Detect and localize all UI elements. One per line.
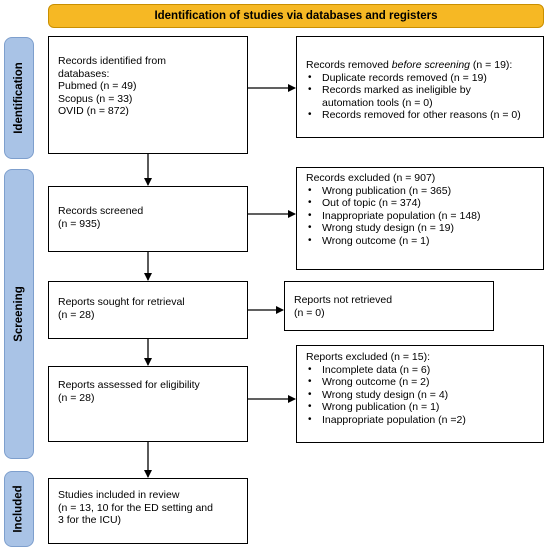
reports-excluded-title: Reports excluded (n = 15):: [306, 351, 431, 363]
studies-included-label: Studies included in review: [58, 489, 180, 501]
list-item-continuation: automation tools (n = 0): [306, 97, 534, 110]
bullet-icon: •: [308, 71, 312, 83]
list-item: • Wrong outcome (n = 2): [306, 376, 534, 389]
list-item: • Wrong outcome (n = 1): [306, 235, 534, 248]
reports-assessed-label: Reports assessed for eligibility: [58, 379, 200, 391]
records-removed-title-post: (n = 19):: [470, 59, 513, 71]
studies-included-box: Studies included in review (n = 13, 10 f…: [48, 478, 248, 544]
reports-assessed-box: Reports assessed for eligibility (n = 28…: [48, 366, 248, 442]
bullet-icon: •: [308, 109, 312, 120]
list-item: • Wrong publication (n = 1): [306, 401, 534, 414]
list-item: • Inappropriate population (n =2): [306, 414, 534, 427]
reports-excluded-box: Reports excluded (n = 15): • Incomplete d…: [296, 345, 544, 443]
list-item: • Records marked as ineligible by: [306, 84, 534, 97]
list-item: • Records removed for other reasons (n = …: [306, 109, 534, 122]
studies-included-count: 3 for the ICU): [58, 514, 122, 526]
list-item: • Duplicate records removed (n = 19): [306, 72, 534, 85]
reports-assessed-count: (n = 28): [58, 391, 95, 404]
header-banner: Identification of studies via databases …: [48, 4, 544, 28]
bullet-icon: •: [308, 84, 312, 95]
bullet-icon: •: [308, 222, 312, 233]
bullet-icon: •: [308, 209, 312, 221]
list-item: • Wrong study design (n = 19): [306, 222, 534, 235]
list-item: • Out of topic (n = 374): [306, 197, 534, 210]
records-removed-box: Records removed before screening (n = 19…: [296, 36, 544, 138]
records-screened-label: Records screened: [58, 205, 144, 217]
records-removed-title: Records removed before screening (n = 19…: [306, 59, 534, 72]
bullet-icon: •: [308, 401, 312, 412]
records-removed-title-pre: Records removed: [306, 59, 392, 71]
list-item-text: Wrong outcome (n = 2): [322, 376, 430, 388]
list-item-text: Inappropriate population (n = 148): [322, 209, 481, 222]
phase-screening: Screening: [4, 169, 34, 459]
list-item-text: Duplicate records removed (n = 19): [322, 71, 487, 84]
list-item-text: Wrong study design (n = 4): [322, 388, 449, 401]
bullet-icon: •: [308, 197, 312, 208]
list-item: • Incomplete data (n = 6): [306, 364, 534, 377]
source-ovid: OVID (n = 872): [58, 105, 129, 117]
list-item-text: Wrong study design (n = 19): [322, 222, 455, 234]
bullet-icon: •: [308, 376, 312, 387]
list-item-text: Wrong publication (n = 365): [322, 184, 452, 197]
source-pubmed: Pubmed (n = 49): [58, 80, 137, 92]
list-item-text: Wrong publication (n = 1): [322, 401, 440, 413]
records-screened-count: (n = 935): [58, 217, 101, 230]
list-item: • Wrong publication (n = 365): [306, 185, 534, 198]
studies-included-count: (n = 13, 10 for the ED setting and: [58, 501, 213, 514]
reports-sought-label: Reports sought for retrieval: [58, 296, 185, 308]
list-item: • Wrong study design (n = 4): [306, 389, 534, 402]
records-excluded-title: Records excluded (n = 907): [306, 172, 436, 184]
list-item-text: Out of topic (n = 374): [322, 197, 421, 209]
bullet-icon: •: [308, 413, 312, 425]
list-item-text: Incomplete data (n = 6): [322, 363, 431, 376]
records-removed-title-em: before screening: [391, 59, 471, 71]
list-item-text: Records removed for other reasons (n = 0…: [322, 109, 521, 121]
list-item-text: Wrong outcome (n = 1): [322, 234, 430, 247]
header-title: Identification of studies via databases …: [154, 10, 438, 22]
reports-sought-count: (n = 28): [58, 308, 95, 321]
phase-identification: Identification: [4, 37, 34, 159]
bullet-icon: •: [308, 234, 312, 246]
bullet-icon: •: [308, 363, 312, 375]
records-screened-box: Records screened (n = 935): [48, 186, 248, 252]
list-item: • Inappropriate population (n = 148): [306, 210, 534, 223]
list-item-text: automation tools (n = 0): [322, 96, 433, 109]
reports-not-retrieved-count: (n = 0): [294, 306, 325, 319]
bullet-icon: •: [308, 184, 312, 196]
reports-not-retrieved-box: Reports not retrieved (n = 0): [284, 281, 494, 331]
records-identified-line: databases:: [58, 67, 110, 80]
bullet-icon: •: [308, 388, 312, 400]
list-item-text: Inappropriate population (n =2): [322, 413, 466, 426]
records-identified-box: Records identified from databases: Pubme…: [48, 36, 248, 154]
source-scopus: Scopus (n = 33): [58, 92, 133, 105]
records-excluded-box: Records excluded (n = 907) • Wrong public…: [296, 167, 544, 270]
reports-not-retrieved-label: Reports not retrieved: [294, 294, 393, 306]
phase-included: Included: [4, 471, 34, 547]
records-identified-line: Records identified from: [58, 55, 166, 67]
reports-sought-box: Reports sought for retrieval (n = 28): [48, 281, 248, 339]
list-item-text: Records marked as ineligible by: [322, 84, 471, 96]
